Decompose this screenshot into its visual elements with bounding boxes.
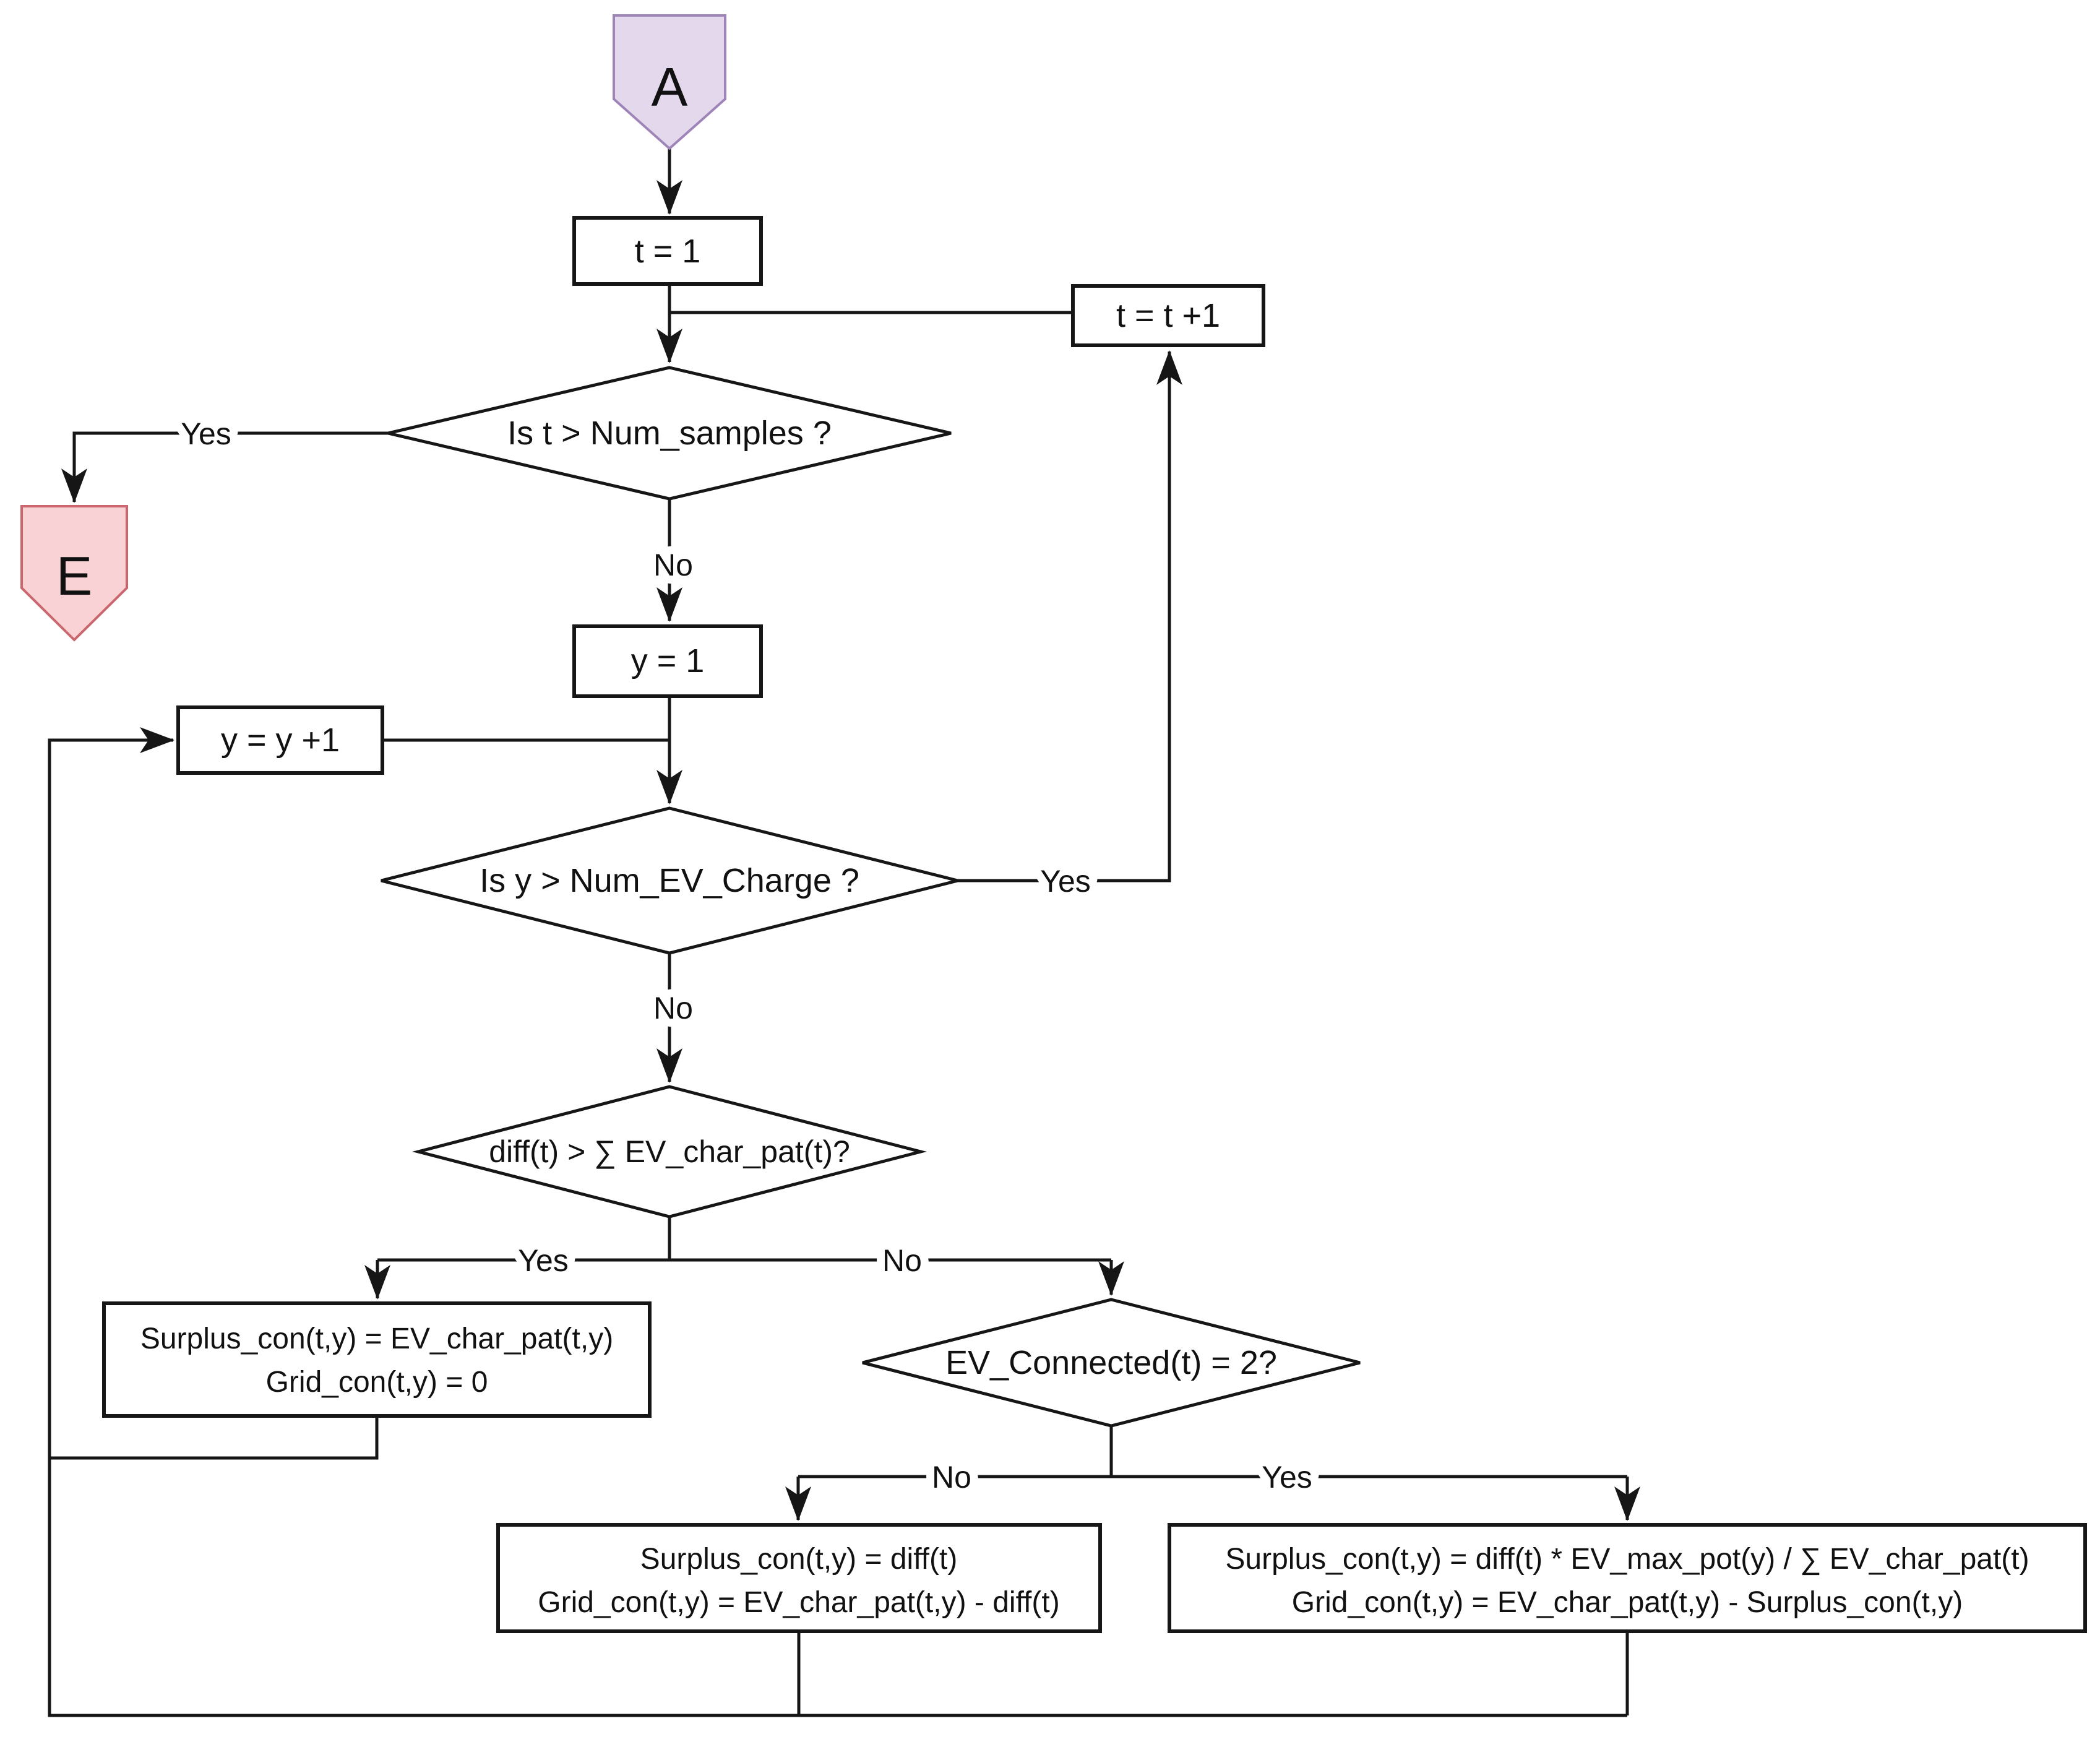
label-check-y-yes: Yes: [1040, 864, 1091, 899]
assign-full-line1: Surplus_con(t,y) = EV_char_pat(t,y): [140, 1322, 613, 1355]
decision-check-diff: diff(t) > ∑ EV_char_pat(t)?: [412, 1085, 927, 1219]
decision-check-y: Is y > Num_EV_Charge ?: [381, 806, 958, 955]
node-t-init: t = 1: [572, 216, 763, 286]
node-t-inc: t = t +1: [1071, 284, 1265, 347]
assign-prop-box: [1168, 1523, 2087, 1633]
edge-labels: Yes No Yes No Yes No No Yes: [173, 408, 1320, 1503]
check-y-diamond: [381, 806, 958, 955]
decision-check-connected: EV_Connected(t) = 2?: [862, 1298, 1361, 1428]
label-check-connected-no: No: [932, 1460, 971, 1495]
node-y-init: y = 1: [572, 624, 763, 698]
label-check-diff-yes: Yes: [518, 1243, 569, 1278]
node-assign-full: Surplus_con(t,y) = EV_char_pat(t,y) Grid…: [102, 1301, 652, 1418]
nodes: A t = 1 t = t +1 Is t > Num_samples ? E …: [20, 14, 2087, 1633]
assign-full-box: [102, 1301, 652, 1418]
t-inc-box: [1071, 284, 1265, 347]
assign-prop-line1: Surplus_con(t,y) = diff(t) * EV_max_pot(…: [1225, 1543, 2029, 1576]
edge-check-t-yes-to-end: [61, 431, 388, 503]
label-check-t-yes: Yes: [181, 416, 231, 451]
assign-full-line2: Grid_con(t,y) = 0: [266, 1366, 488, 1399]
edges: [48, 149, 1640, 1717]
y-inc-label: y = y +1: [221, 722, 340, 759]
node-start: A: [613, 14, 726, 150]
node-end: E: [20, 505, 128, 642]
assign-diff-line1: Surplus_con(t,y) = diff(t): [640, 1543, 958, 1576]
check-diff-label: diff(t) > ∑ EV_char_pat(t)?: [489, 1134, 850, 1169]
start-pentagon-shape: [613, 14, 726, 150]
check-connected-label: EV_Connected(t) = 2?: [945, 1344, 1277, 1381]
assign-diff-box: [496, 1523, 1102, 1633]
assign-prop-line2: Grid_con(t,y) = EV_char_pat(t,y) - Surpl…: [1292, 1586, 1963, 1619]
end-pentagon-shape: [20, 505, 128, 642]
check-connected-diamond: [862, 1298, 1361, 1428]
y-inc-box: [176, 705, 384, 775]
decision-check-t: Is t > Num_samples ?: [387, 366, 952, 501]
y-init-box: [572, 624, 763, 698]
node-y-inc: y = y +1: [176, 705, 384, 775]
label-check-y-no: No: [653, 991, 693, 1025]
t-init-label: t = 1: [635, 233, 701, 270]
node-assign-prop: Surplus_con(t,y) = diff(t) * EV_max_pot(…: [1168, 1523, 2087, 1633]
check-y-label: Is y > Num_EV_Charge ?: [480, 862, 859, 899]
check-diff-diamond: [412, 1085, 927, 1219]
edge-assign-full-to-loop: [51, 1416, 379, 1460]
end-label: E: [56, 545, 93, 606]
node-assign-diff: Surplus_con(t,y) = diff(t) Grid_con(t,y)…: [496, 1523, 1102, 1633]
check-t-label: Is t > Num_samples ?: [507, 415, 832, 452]
assign-diff-line2: Grid_con(t,y) = EV_char_pat(t,y) - diff(…: [538, 1586, 1059, 1619]
edge-loop-back-to-y-inc: [48, 727, 1627, 1717]
label-check-diff-no: No: [882, 1243, 922, 1278]
y-init-label: y = 1: [631, 642, 705, 679]
edge-check-y-yes-to-t-inc: [958, 350, 1182, 882]
t-init-box: [572, 216, 763, 286]
start-label: A: [652, 56, 688, 118]
label-check-connected-yes: Yes: [1262, 1460, 1312, 1495]
label-check-t-no: No: [653, 548, 693, 582]
check-t-diamond: [387, 366, 952, 501]
t-inc-label: t = t +1: [1116, 297, 1220, 334]
